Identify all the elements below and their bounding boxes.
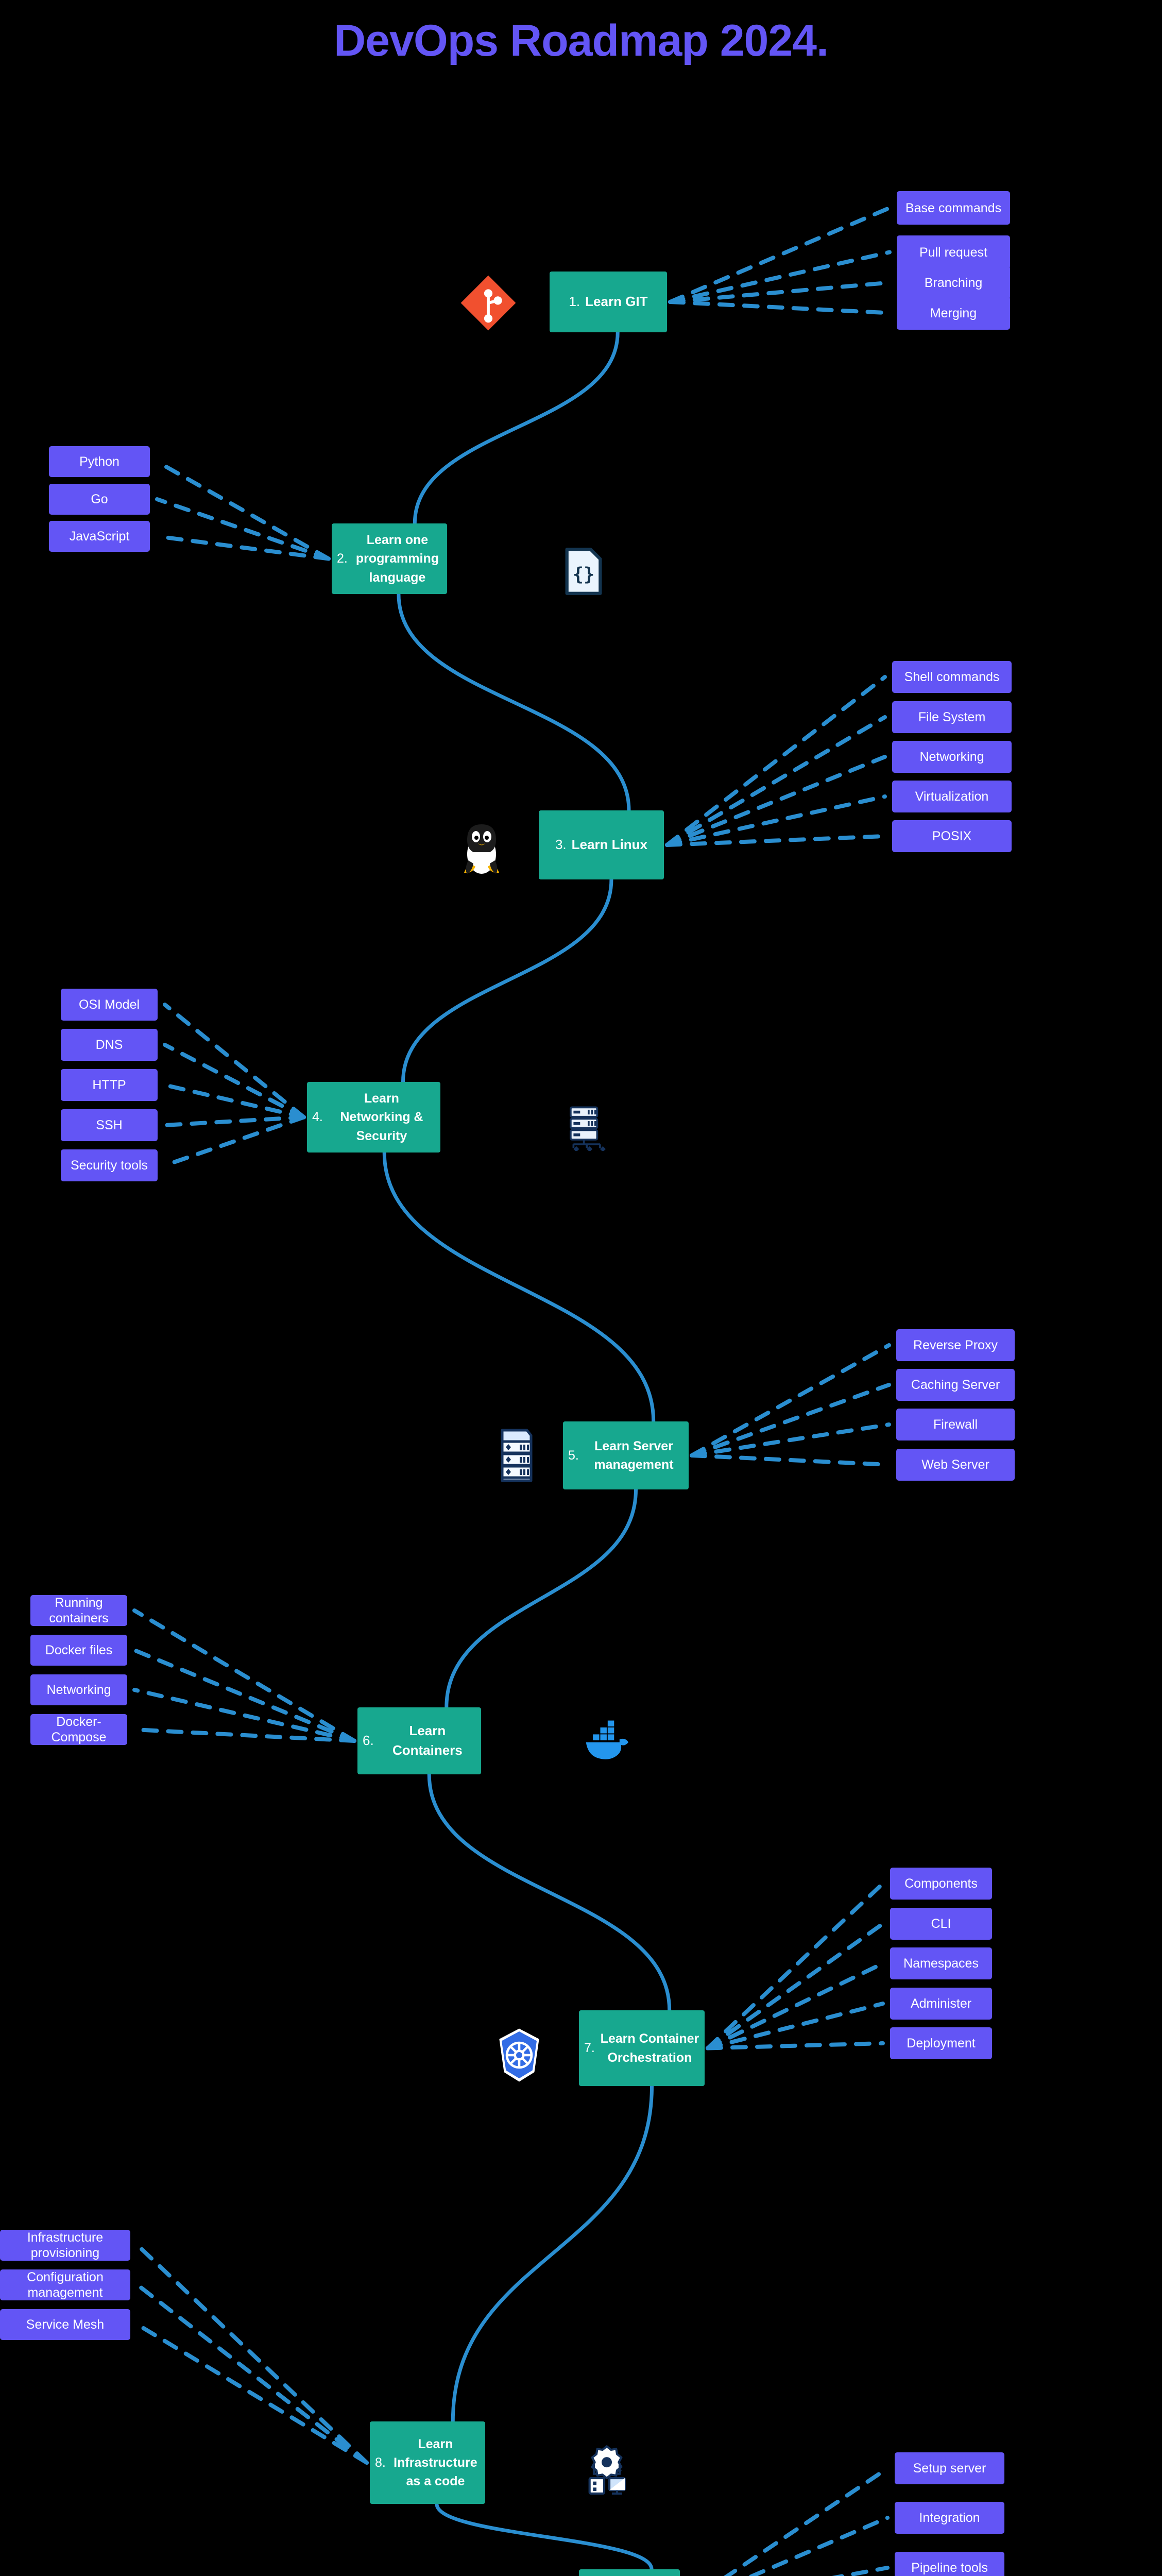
network-server-icon <box>564 1104 611 1151</box>
topic-chip[interactable]: Firewall <box>896 1409 1015 1440</box>
spine-connector <box>451 2084 654 2424</box>
topic-chip[interactable]: Configuration management <box>0 2269 130 2300</box>
topic-chip[interactable]: Docker files <box>30 1635 127 1666</box>
step-number: 3. <box>555 837 567 853</box>
step-number: 7. <box>584 2041 595 2056</box>
svg-text:{}: {} <box>573 564 595 585</box>
spine-connector <box>445 1487 638 1709</box>
step-label: Learn GIT <box>585 294 648 310</box>
page-title: DevOps Roadmap 2024. <box>334 16 829 65</box>
gear-infrastructure-icon <box>581 2445 633 2496</box>
topic-chip[interactable]: Integration <box>895 2502 1004 2534</box>
topic-chip[interactable]: Python <box>49 446 150 477</box>
spine-connector <box>435 2502 654 2571</box>
step-label: Learn Containers <box>392 1723 463 1758</box>
spine-connector <box>397 592 631 812</box>
topic-chip[interactable]: Security tools <box>61 1149 158 1181</box>
step-label: Learn Server management <box>594 1438 674 1472</box>
roadmap-step-8[interactable]: 8. Learn Infrastructure as a code <box>370 2421 485 2504</box>
topic-chip[interactable]: Merging <box>897 296 1010 330</box>
step-label: Learn Networking & Security <box>340 1091 423 1143</box>
topic-chip[interactable]: JavaScript <box>49 521 150 552</box>
topic-chip[interactable]: Pipeline tools <box>895 2552 1004 2576</box>
topic-chip[interactable]: Caching Server <box>896 1369 1015 1401</box>
step-number: 2. <box>337 551 348 566</box>
topic-chip[interactable]: File System <box>892 701 1012 733</box>
topic-chip[interactable]: Virtualization <box>892 781 1012 812</box>
topic-chip[interactable]: HTTP <box>61 1069 158 1101</box>
topic-chip[interactable]: OSI Model <box>61 989 158 1021</box>
topic-chip[interactable]: Reverse Proxy <box>896 1329 1015 1361</box>
roadmap-step-5[interactable]: 5. Learn Server management <box>563 1421 689 1489</box>
roadmap-step-1[interactable]: 1. Learn GIT <box>550 272 667 332</box>
topic-chip[interactable]: Web Server <box>896 1449 1015 1481</box>
roadmap-step-3[interactable]: 3.Learn Linux <box>539 810 664 879</box>
topic-chip[interactable]: Docker-Compose <box>30 1714 127 1745</box>
step-number: 4. <box>312 1110 323 1125</box>
topic-chip[interactable]: Infrastructure provisioning <box>0 2230 130 2261</box>
spine-connector <box>413 330 620 526</box>
topic-chip[interactable]: Networking <box>30 1674 127 1705</box>
topic-chip[interactable]: SSH <box>61 1109 158 1141</box>
step-label: Learn Container Orchestration <box>600 2031 699 2065</box>
topic-chip[interactable]: Pull request <box>897 235 1010 269</box>
roadmap-step-7[interactable]: 7. Learn Container Orchestration <box>579 2010 705 2086</box>
topic-chip[interactable]: Networking <box>892 741 1012 773</box>
topic-chip[interactable]: Shell commands <box>892 661 1012 693</box>
step-label: Learn one programming language <box>355 533 439 585</box>
topic-chip[interactable]: Running containers <box>30 1595 127 1626</box>
step-label: Learn Linux <box>571 837 648 853</box>
spine-connector <box>401 877 613 1084</box>
step-label: Learn Infrastructure as a code <box>394 2436 477 2489</box>
git-icon <box>458 273 518 333</box>
server-rack-icon <box>494 1427 539 1484</box>
topic-chip[interactable]: Base commands <box>897 191 1010 225</box>
topic-chip[interactable]: Branching <box>897 266 1010 299</box>
step-number: 5. <box>568 1448 579 1463</box>
step-number: 1. <box>569 294 580 310</box>
code-braces-icon: {} <box>564 546 603 597</box>
topic-chip[interactable]: Components <box>890 1868 992 1900</box>
roadmap-step-6[interactable]: 6. Learn Containers <box>357 1707 481 1774</box>
roadmap-step-9[interactable]: 9.Learn CI/CD <box>579 2569 680 2576</box>
topic-chip[interactable]: Service Mesh <box>0 2309 130 2340</box>
roadmap-step-4[interactable]: 4. Learn Networking & Security <box>307 1082 440 1153</box>
topic-chip[interactable]: Setup server <box>895 2452 1004 2484</box>
topic-chip[interactable]: Deployment <box>890 2027 992 2059</box>
topic-chip[interactable]: Administer <box>890 1988 992 2020</box>
topic-chip[interactable]: Namespaces <box>890 1947 992 1979</box>
topic-chip[interactable]: POSIX <box>892 820 1012 852</box>
topic-chip[interactable]: CLI <box>890 1908 992 1940</box>
topic-chip[interactable]: Go <box>49 484 150 515</box>
spine-connector <box>427 1772 672 2012</box>
linux-penguin-icon <box>451 819 512 881</box>
step-number: 8. <box>375 2455 386 2470</box>
roadmap-step-2[interactable]: 2. Learn one programming language <box>332 523 447 594</box>
step-number: 6. <box>363 1733 374 1749</box>
topic-chip[interactable]: DNS <box>61 1029 158 1061</box>
kubernetes-helm-icon <box>495 2025 543 2086</box>
spine-connector <box>382 1150 656 1423</box>
docker-whale-icon <box>581 1716 630 1762</box>
